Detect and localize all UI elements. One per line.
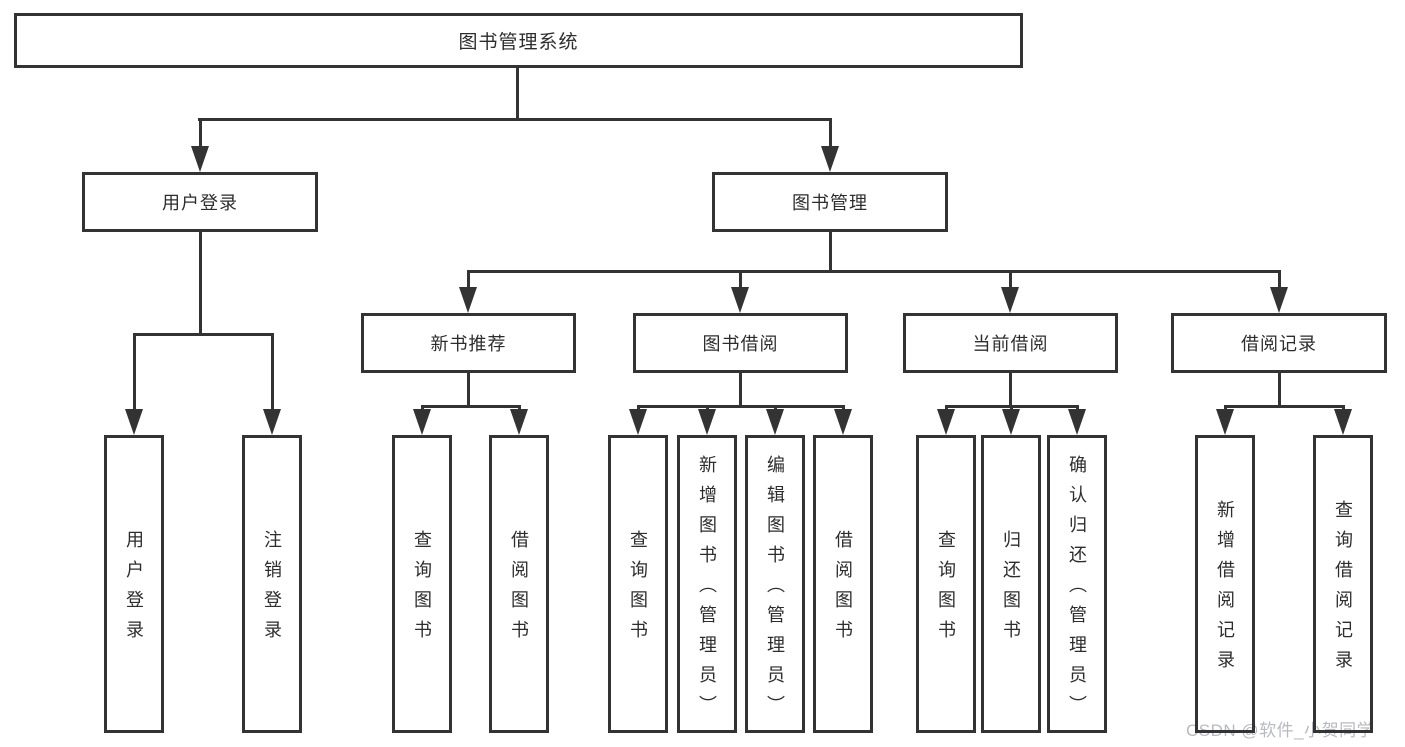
node-borrow-records-label: 借阅记录 [1241,334,1317,354]
arrow-down-icon [1270,287,1288,313]
edge-to-borrow-records [1278,270,1281,290]
arrow-down-icon [1216,409,1234,435]
leaf-label: 借阅图书 [833,530,853,650]
leaf-add-borrow-record: 新增借阅记录 [1195,435,1255,733]
leaf-label: 查询图书 [628,530,648,650]
leaf-label: 确认归还（管理员） [1067,455,1087,725]
edge-to-book-mgmt [829,118,832,148]
leaf-borrow-books: 借阅图书 [813,435,873,733]
edge-to-new-book [467,270,470,290]
arrow-down-icon [1068,409,1086,435]
edge-user-login-rail [133,333,274,336]
leaf-edit-books-admin: 编辑图书（管理员） [745,435,805,733]
node-root-label: 图书管理系统 [458,32,579,53]
edge-to-leaf-login [133,333,136,413]
edge-to-book-borrow [739,270,742,290]
node-current-borrow-label: 当前借阅 [972,334,1049,354]
leaf-label: 查询图书 [412,530,432,650]
edge-borrow-records-stem [1278,373,1281,407]
arrow-down-icon [821,146,839,172]
edge-root-stem [516,68,519,120]
leaf-label: 查询借阅记录 [1333,500,1353,680]
edge-to-current-borrow [1009,270,1012,290]
edge-user-login-stem [199,232,202,336]
node-book-borrow: 图书借阅 [633,313,848,373]
leaf-user-login: 用户登录 [104,435,164,733]
arrow-down-icon [1002,409,1020,435]
edge-root-rail [198,118,831,121]
edge-current-borrow-stem [1009,373,1012,407]
node-root: 图书管理系统 [14,13,1023,68]
leaf-label: 编辑图书（管理员） [765,455,785,725]
edge-book-mgmt-rail [467,270,1281,273]
arrow-down-icon [937,409,955,435]
arrow-down-icon [766,409,784,435]
edge-new-book-stem [467,373,470,407]
leaf-label: 借阅图书 [509,530,529,650]
node-current-borrow: 当前借阅 [903,313,1118,373]
leaf-query-books-recommend: 查询图书 [392,435,452,733]
leaf-return-books: 归还图书 [981,435,1041,733]
leaf-label: 用户登录 [124,530,144,650]
node-user-login: 用户登录 [82,172,318,232]
leaf-label: 注销登录 [262,530,282,650]
edge-new-book-rail [421,405,521,408]
node-user-login-label: 用户登录 [162,193,238,213]
arrow-down-icon [834,409,852,435]
leaf-borrow-books-recommend: 借阅图书 [489,435,549,733]
arrow-down-icon [698,409,716,435]
edge-to-user-login [199,118,202,148]
arrow-down-icon [1001,287,1019,313]
leaf-add-books-admin: 新增图书（管理员） [677,435,737,733]
leaf-query-books-current: 查询图书 [916,435,976,733]
node-new-book-recommend-label: 新书推荐 [430,334,507,354]
node-new-book-recommend: 新书推荐 [361,313,576,373]
edge-to-leaf-logout [271,333,274,413]
leaf-query-books-borrow: 查询图书 [608,435,668,733]
arrow-down-icon [125,409,143,435]
arrow-down-icon [1334,409,1352,435]
arrow-down-icon [731,287,749,313]
arrow-down-icon [629,409,647,435]
edge-book-borrow-stem [739,373,742,407]
leaf-label: 查询图书 [936,530,956,650]
node-book-mgmt: 图书管理 [712,172,948,232]
leaf-confirm-return-admin: 确认归还（管理员） [1047,435,1107,733]
csdn-watermark: CSDN @软件_小贺同学 [1186,721,1375,740]
leaf-label: 归还图书 [1001,530,1021,650]
arrow-down-icon [413,409,431,435]
leaf-query-borrow-record: 查询借阅记录 [1313,435,1373,733]
leaf-user-logout: 注销登录 [242,435,302,733]
arrow-down-icon [510,409,528,435]
edge-book-borrow-rail [637,405,845,408]
node-book-mgmt-label: 图书管理 [792,193,868,213]
arrow-down-icon [459,287,477,313]
arrow-down-icon [263,409,281,435]
node-book-borrow-label: 图书借阅 [702,334,779,354]
edge-borrow-records-rail [1224,405,1345,408]
node-borrow-records: 借阅记录 [1171,313,1387,373]
edge-book-mgmt-stem [829,232,832,273]
leaf-label: 新增借阅记录 [1215,500,1235,680]
leaf-label: 新增图书（管理员） [697,455,717,725]
arrow-down-icon [191,146,209,172]
